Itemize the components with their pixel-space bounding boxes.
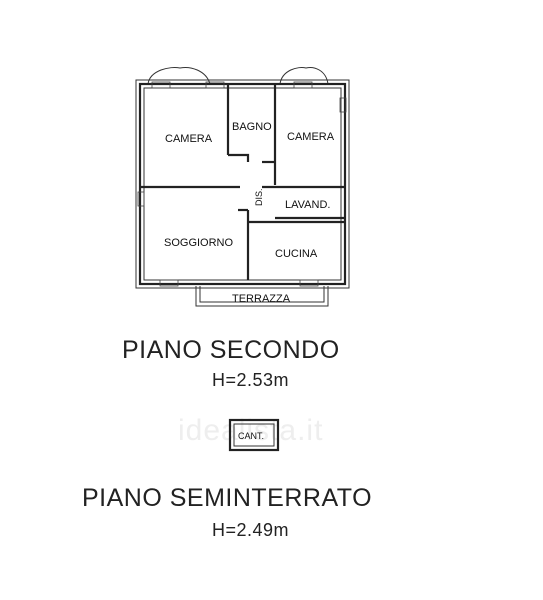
room-label-camera-left: CAMERA: [165, 133, 213, 145]
room-label-terrazza: TERRAZZA: [232, 293, 291, 305]
floor-height-second: H=2.53m: [212, 370, 290, 390]
cellar-room: [228, 418, 280, 452]
bay-window-right: [279, 67, 329, 85]
interior-walls: [140, 84, 345, 280]
floor-title-semi: PIANO SEMINTERRATO: [82, 484, 373, 512]
room-label-dis: DIS.: [254, 188, 264, 206]
room-label-bagno: BAGNO: [232, 121, 272, 133]
outer-walls: [135, 79, 350, 289]
bay-window-left: [147, 67, 211, 85]
floor-title-second: PIANO SECONDO: [122, 336, 340, 364]
floor-height-semi: H=2.49m: [212, 520, 290, 540]
room-label-lavand: LAVAND.: [285, 199, 330, 211]
room-label-cantina: CANT.: [238, 431, 264, 441]
terrace-railing: [195, 286, 329, 307]
window-marks: [137, 81, 347, 287]
room-label-cucina: CUCINA: [275, 248, 318, 260]
room-label-camera-right: CAMERA: [287, 131, 335, 143]
room-label-soggiorno: SOGGIORNO: [164, 237, 234, 249]
